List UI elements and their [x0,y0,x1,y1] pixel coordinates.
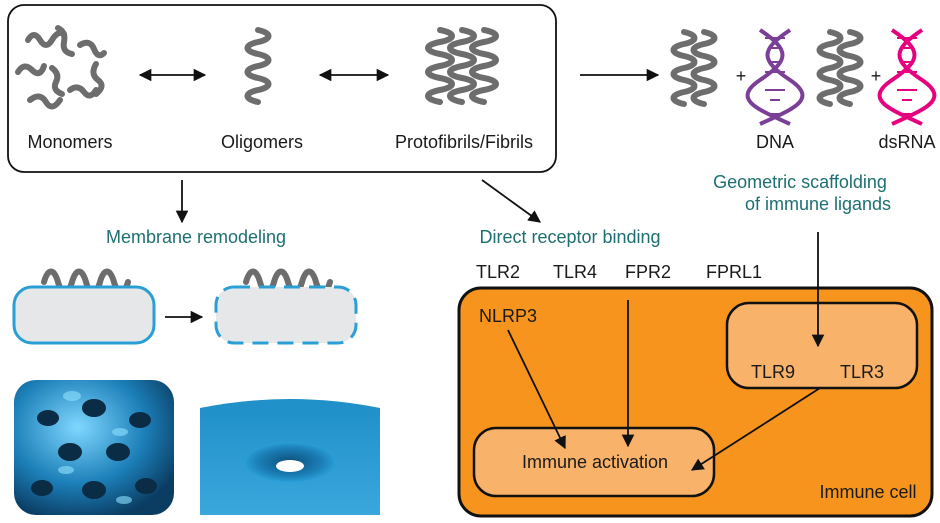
receptor-tlr4-label: TLR4 [553,262,597,282]
monomers-icon [15,25,107,110]
receptor-fprl1-label: FPRL1 [706,262,762,282]
monomers-label: Monomers [27,132,112,152]
membrane-peptide-icon-2 [243,268,333,296]
oligomers-label: Oligomers [221,132,303,152]
tlr3-label: TLR3 [840,362,884,382]
dna-helix-icon [745,28,805,126]
disrupted-membrane [214,285,358,345]
fibril-dsrna-complex-icon [816,29,864,107]
membrane-pore-illustration [200,399,380,515]
dna-label: DNA [756,132,794,152]
scaffolding-label-line2: of immune ligands [745,194,891,214]
plus-sign-2: + [871,66,882,86]
fibrils-icon [425,27,499,105]
plus-sign-1: + [736,66,747,86]
nlrp3-activation-arrow [507,329,566,450]
receptor-fpr2-label: FPR2 [625,262,671,282]
receptor-binding-label: Direct receptor binding [479,227,660,247]
receptor-branch-arrow [481,179,542,223]
immune-activation-box [472,426,716,498]
nlrp3-label: NLRP3 [479,306,537,326]
membrane-remodeling-label: Membrane remodeling [106,227,286,247]
dsrna-helix-icon [877,28,937,126]
fibrils-label: Protofibrils/Fibrils [395,132,533,152]
scaffolding-label-line1: Geometric scaffolding [713,172,887,192]
immune-activation-label: Immune activation [522,452,668,472]
membrane-peptide-icon-1 [41,268,131,296]
cubic-phase-membrane-illustration [14,380,174,515]
dsrna-label: dsRNA [878,132,935,152]
oligomers-icon [244,27,272,105]
tlr9-label: TLR9 [751,362,795,382]
tlr-activation-arrow [690,387,821,471]
intact-membrane [12,285,156,345]
receptor-tlr2-label: TLR2 [476,262,520,282]
immune-cell-label: Immune cell [819,482,916,502]
aggregation-box [7,4,557,173]
fibril-dna-complex-icon [670,29,718,107]
